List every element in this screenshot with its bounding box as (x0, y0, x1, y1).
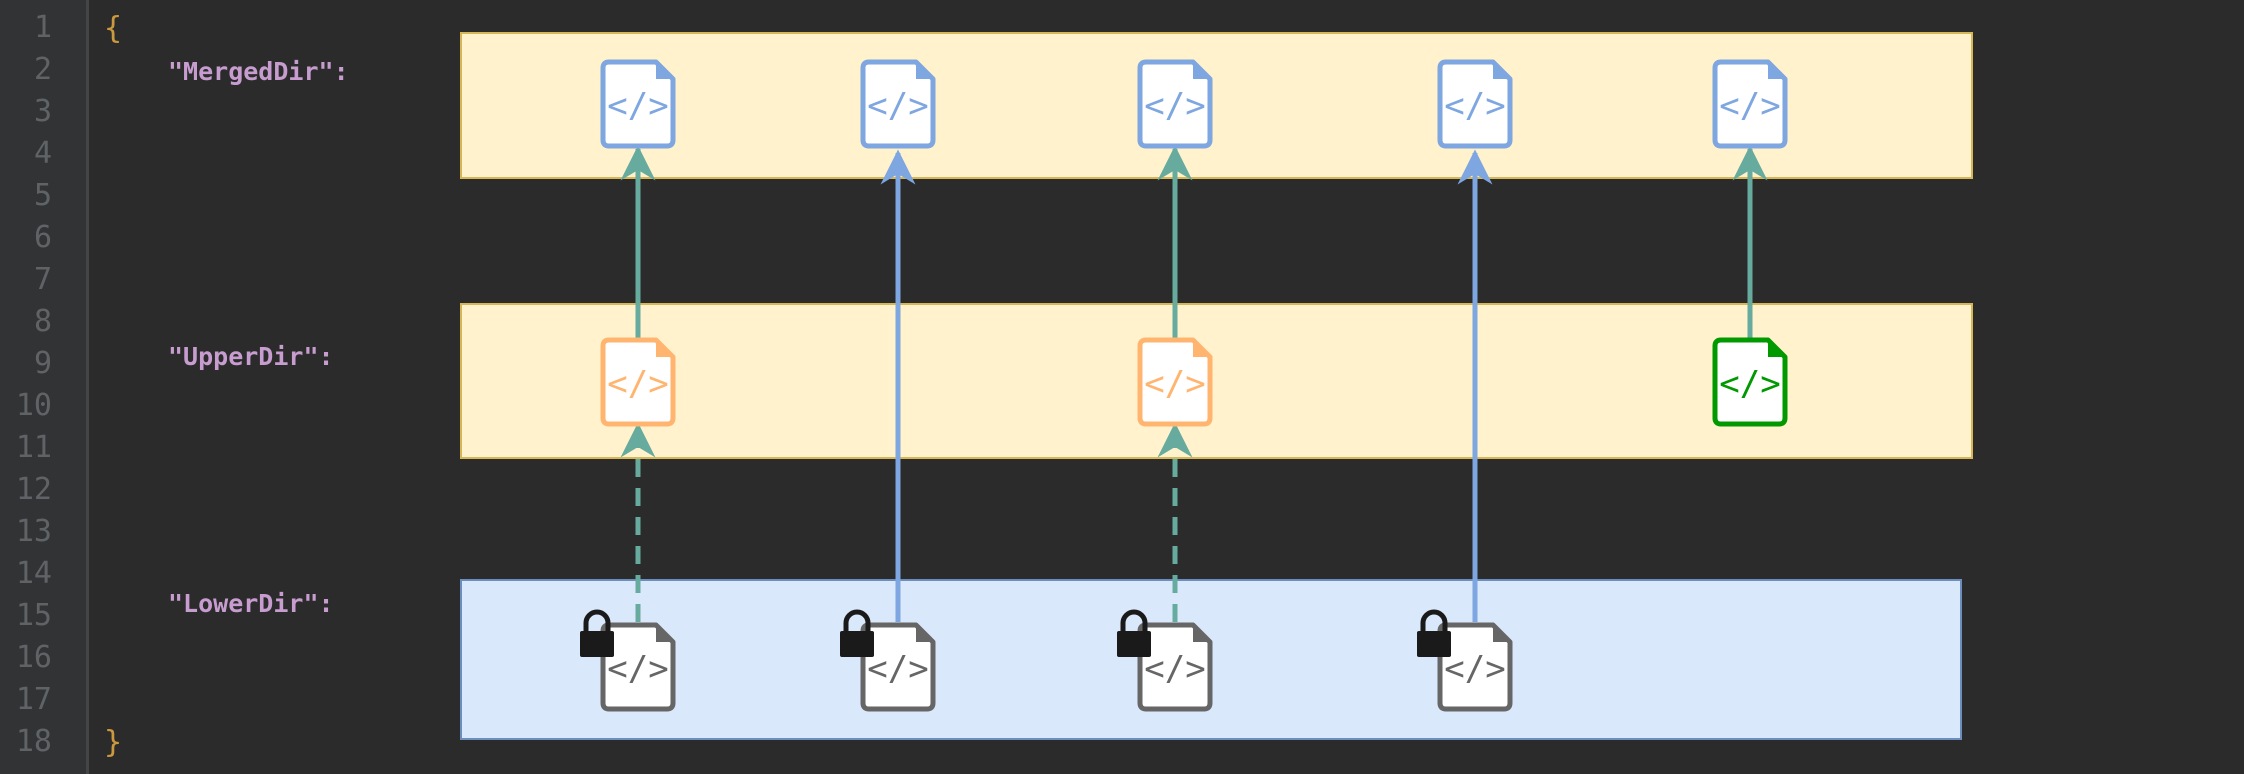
merged-dir-key: "MergedDir": (168, 57, 349, 86)
line-number: 11 (15, 430, 52, 465)
lower-file-icon: </> (580, 609, 676, 712)
upper-dir-key: "UpperDir": (168, 342, 334, 371)
lock-shackle (583, 609, 611, 631)
file-body (600, 59, 676, 149)
file-corner-fold (1193, 625, 1210, 642)
close-brace: } (104, 725, 123, 760)
file-body (1137, 622, 1213, 712)
merged-file-icon: </> (1137, 59, 1213, 149)
file-body (1437, 622, 1513, 712)
file-corner-fold (656, 340, 673, 357)
line-number: 14 (15, 556, 52, 591)
lock-shackle (1120, 609, 1148, 631)
upper-file-icon: </> (1137, 337, 1213, 427)
line-number: 18 (15, 724, 52, 759)
line-number: 9 (33, 346, 52, 381)
code-glyph: </> (1144, 364, 1205, 404)
file-corner-fold (1768, 340, 1785, 357)
upper-file-icon: </> (600, 337, 676, 427)
line-number: 12 (15, 472, 52, 507)
line-number: 10 (15, 388, 52, 423)
merged-file-icon: </> (1712, 59, 1788, 149)
file-body (1712, 337, 1788, 427)
line-number: 4 (33, 136, 52, 171)
file-body (1437, 59, 1513, 149)
code-glyph: </> (1719, 364, 1780, 404)
line-number: 15 (15, 598, 52, 633)
line-number: 2 (33, 52, 52, 87)
code-glyph: </> (1719, 86, 1780, 126)
lower-file-icon: </> (840, 609, 936, 712)
lock-icon (1117, 631, 1151, 657)
code-glyph: </> (607, 364, 668, 404)
file-corner-fold (916, 62, 933, 79)
code-glyph: </> (1444, 86, 1505, 126)
file-corner-fold (1493, 62, 1510, 79)
lock-icon (840, 631, 874, 657)
lower-dir-key: "LowerDir": (168, 589, 334, 618)
file-corner-fold (1493, 625, 1510, 642)
code-glyph: </> (1144, 86, 1205, 126)
line-number: 3 (33, 94, 52, 129)
file-corner-fold (1768, 62, 1785, 79)
file-body (860, 622, 936, 712)
lock-icon (580, 631, 614, 657)
code-glyph: </> (1144, 649, 1205, 689)
lower-file-icon: </> (1417, 609, 1513, 712)
lock-icon (1417, 631, 1451, 657)
file-corner-fold (916, 625, 933, 642)
line-number: 6 (33, 220, 52, 255)
file-corner-fold (1193, 62, 1210, 79)
file-body (1137, 59, 1213, 149)
line-number: 16 (15, 640, 52, 675)
file-body (1137, 337, 1213, 427)
file-corner-fold (656, 625, 673, 642)
file-body (600, 337, 676, 427)
line-number: 5 (33, 178, 52, 213)
open-brace: { (104, 11, 123, 46)
file-corner-fold (1193, 340, 1210, 357)
lower-file-icon: </> (1117, 609, 1213, 712)
line-number: 1 (33, 10, 52, 45)
code-glyph: </> (867, 649, 928, 689)
line-number-gutter (0, 0, 89, 774)
line-number: 7 (33, 262, 52, 297)
line-number: 13 (15, 514, 52, 549)
merged-file-icon: </> (860, 59, 936, 149)
upper-file-icon: </> (1712, 337, 1788, 427)
line-number: 8 (33, 304, 52, 339)
merged-file-icon: </> (1437, 59, 1513, 149)
merged-file-icon: </> (600, 59, 676, 149)
file-body (860, 59, 936, 149)
code-glyph: </> (607, 649, 668, 689)
code-glyph: </> (607, 86, 668, 126)
file-corner-fold (656, 62, 673, 79)
lock-shackle (843, 609, 871, 631)
code-glyph: </> (1444, 649, 1505, 689)
code-glyph: </> (867, 86, 928, 126)
file-body (600, 622, 676, 712)
file-body (1712, 59, 1788, 149)
lock-shackle (1420, 609, 1448, 631)
line-number: 17 (15, 682, 52, 717)
